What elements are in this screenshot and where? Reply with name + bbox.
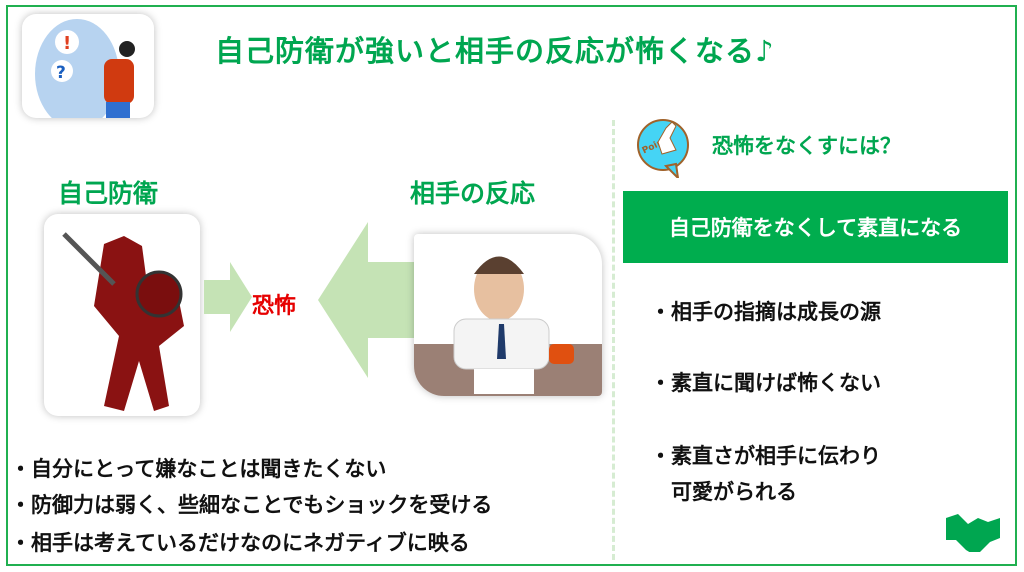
armored-knight-illustration bbox=[44, 214, 200, 416]
self-defense-heading: 自己防衛 bbox=[58, 179, 159, 208]
bullet-item: ・自分にとって嫌なことは聞きたくない bbox=[10, 457, 387, 481]
right-bullet-item: ・素直さが相手に伝わり bbox=[650, 444, 881, 468]
right-bullet-item: 可愛がられる bbox=[650, 480, 797, 504]
slide-frame bbox=[6, 5, 1017, 566]
large-left-arrow-icon bbox=[318, 222, 414, 378]
svg-text:?: ? bbox=[56, 63, 66, 83]
bullet-item: ・防御力は弱く、些細なことでもショックを受ける bbox=[10, 493, 493, 517]
fear-label: 恐怖 bbox=[252, 294, 297, 319]
question-heading: 恐怖をなくすには？ bbox=[712, 134, 901, 158]
bullet-item: ・相手は考えているだけなのにネガティブに映る bbox=[10, 531, 470, 555]
small-right-arrow-icon bbox=[204, 262, 252, 332]
page-title: 自己防衛が強いと相手の反応が怖くなる♪ bbox=[215, 34, 775, 68]
handshake-icon bbox=[946, 514, 1000, 552]
partner-reaction-heading: 相手の反応 bbox=[410, 179, 536, 208]
answer-box: 自己防衛をなくして素直になる bbox=[623, 191, 1008, 263]
svg-text:!: ! bbox=[63, 33, 71, 54]
dashed-divider bbox=[612, 120, 615, 560]
right-bullet-item: ・素直に聞けば怖くない bbox=[650, 371, 881, 395]
thinking-man-illustration bbox=[414, 234, 602, 396]
worried-person-illustration: !? bbox=[22, 14, 154, 118]
point-finger-icon: Point bbox=[637, 119, 689, 178]
right-bullet-item: ・相手の指摘は成長の源 bbox=[650, 300, 881, 324]
